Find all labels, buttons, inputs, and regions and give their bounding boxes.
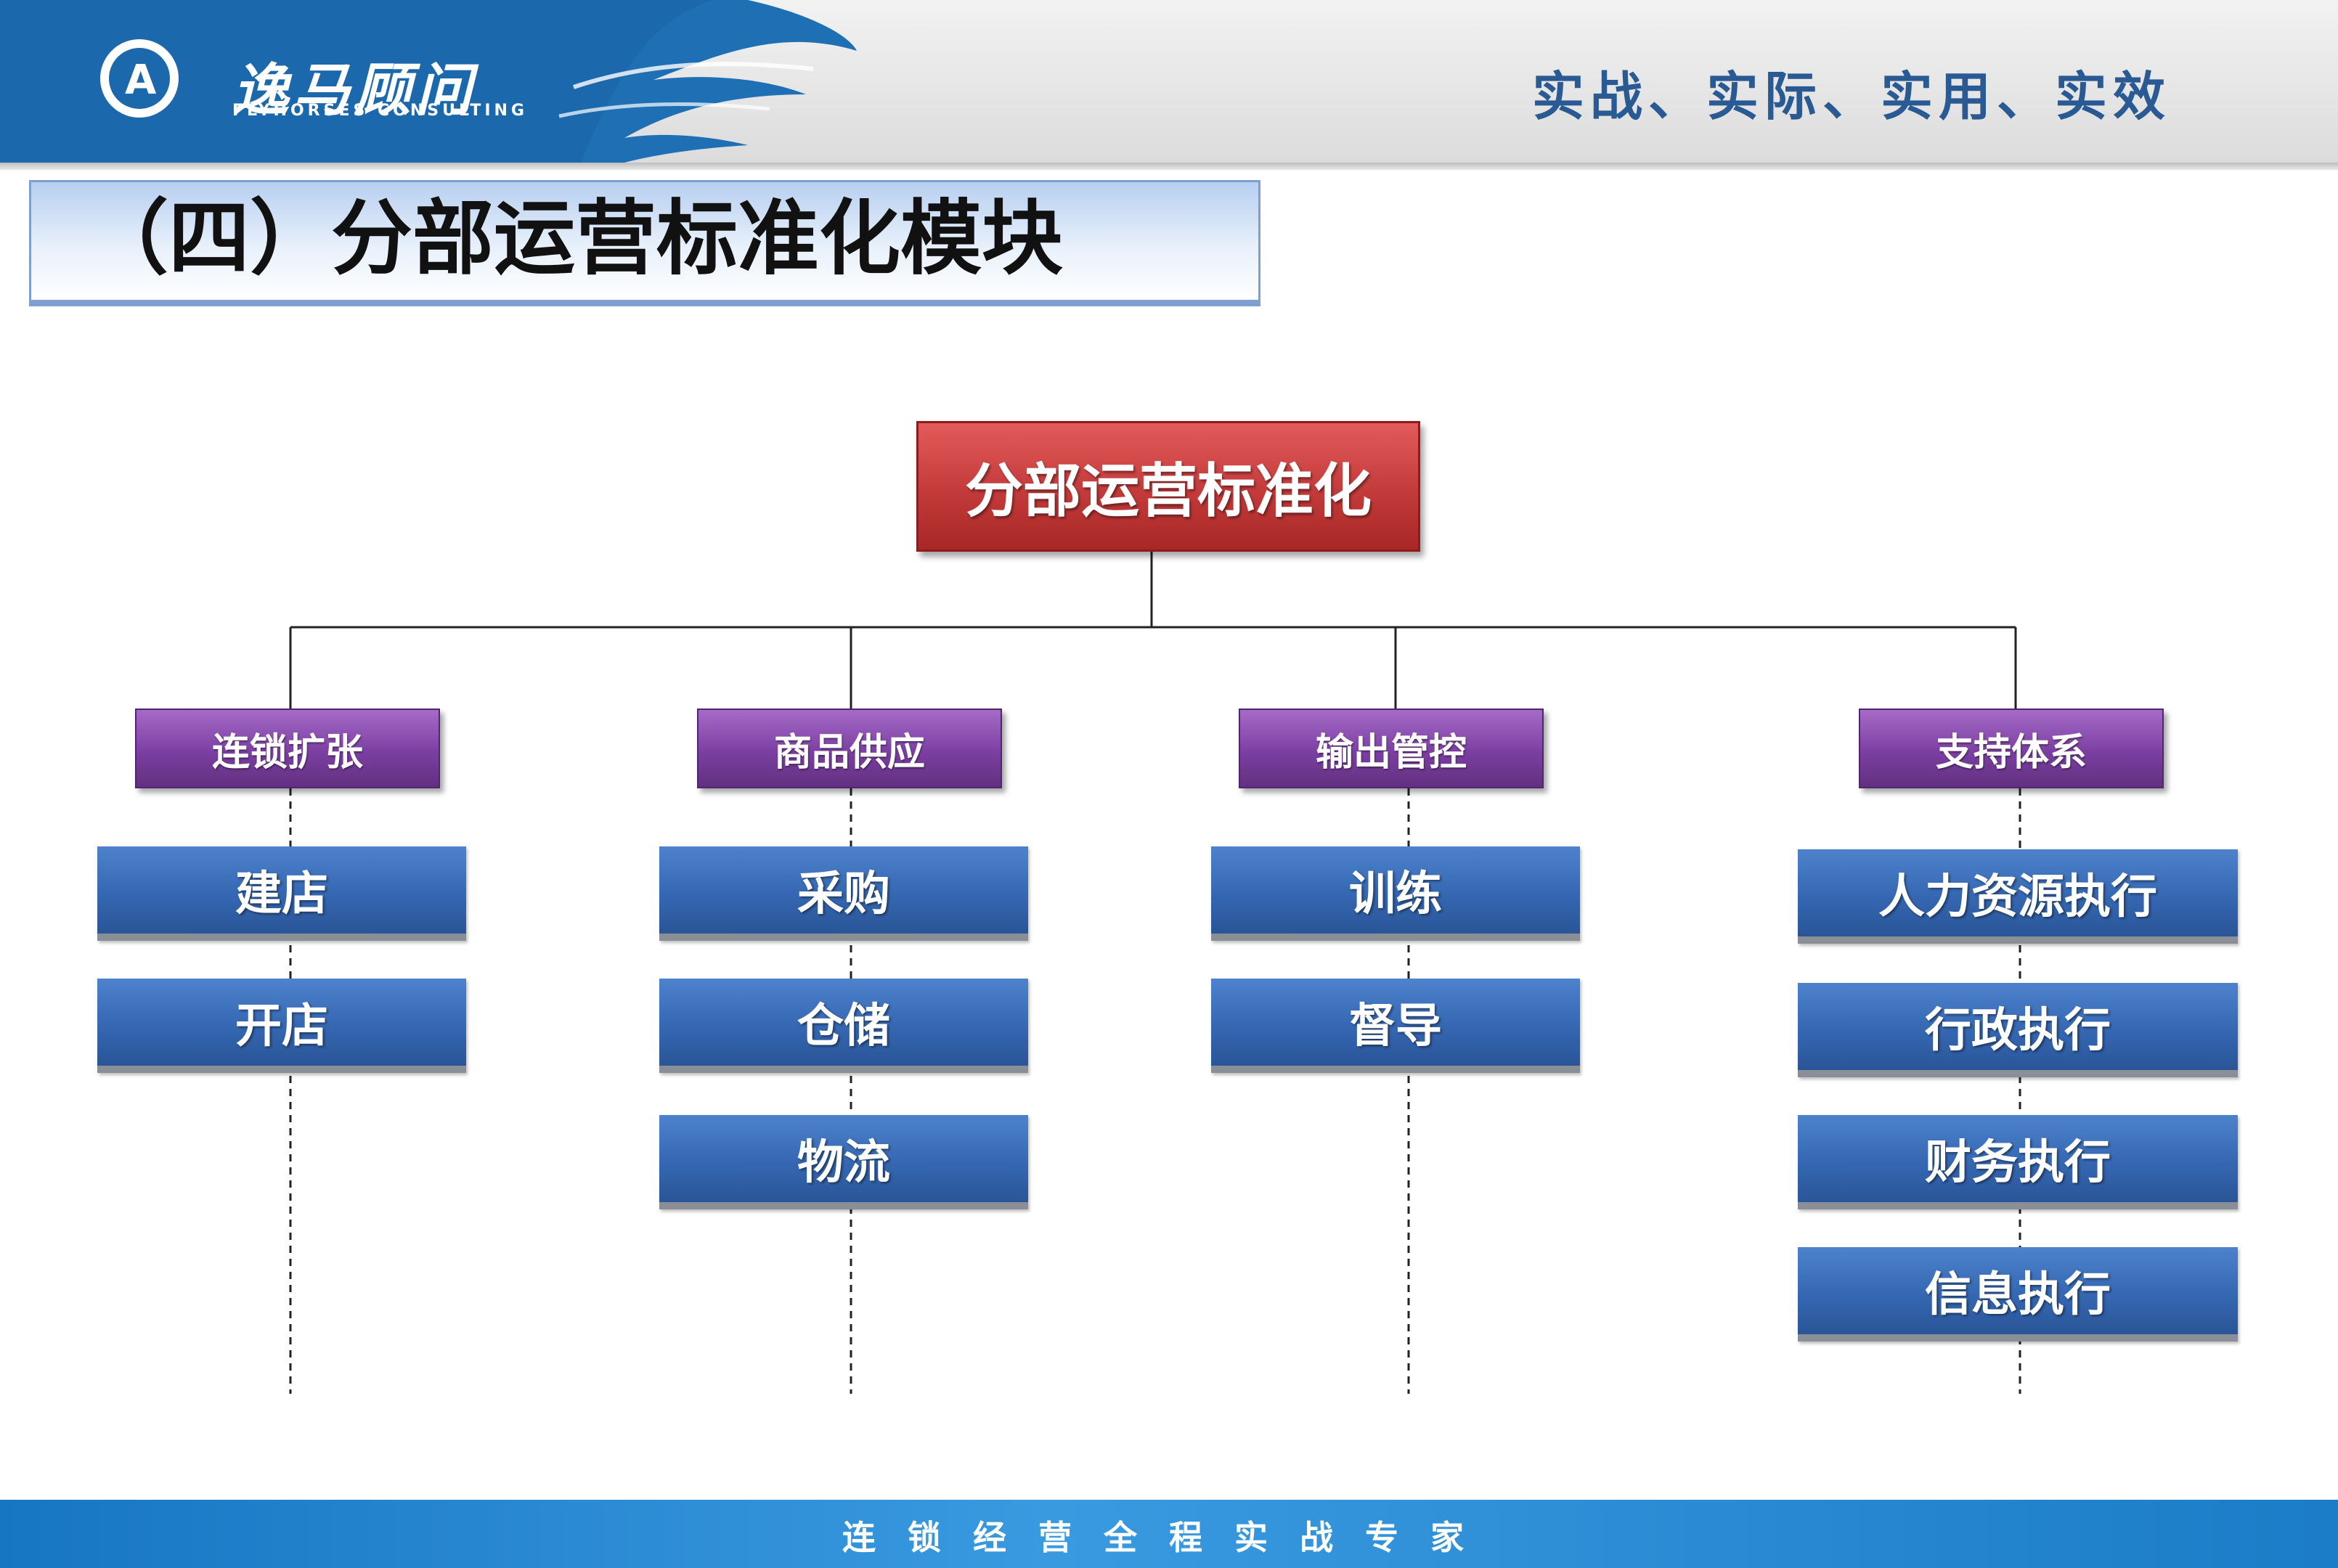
category-support-system: 支持体系 bbox=[1859, 709, 2164, 788]
item-supervision: 督导 bbox=[1211, 979, 1580, 1073]
page-title: （四）分部运营标准化模块 bbox=[87, 192, 1063, 286]
title-banner bbox=[29, 180, 1260, 302]
item-logistics: 物流 bbox=[659, 1115, 1028, 1209]
footer-slogan: 连锁经营全程实战专家 bbox=[842, 1518, 1496, 1557]
item-hr-execution: 人力资源执行 bbox=[1798, 849, 2238, 944]
root-node: 分部运营标准化 bbox=[916, 421, 1420, 552]
category-output-control: 输出管控 bbox=[1239, 709, 1544, 788]
logo-banner bbox=[0, 0, 857, 163]
logo-subtitle: FLYHORSES CONSULTING bbox=[232, 102, 528, 120]
item-info-execution: 信息执行 bbox=[1798, 1247, 2238, 1342]
item-finance-execution: 财务执行 bbox=[1798, 1115, 2238, 1209]
item-warehousing: 仓储 bbox=[659, 979, 1028, 1073]
item-build-store: 建店 bbox=[97, 846, 466, 941]
category-goods-supply: 商品供应 bbox=[697, 709, 1002, 788]
footer-bar bbox=[0, 1500, 2338, 1568]
header-divider bbox=[0, 163, 2338, 170]
header-bar: A 逸马顾问 FLYHORSES CONSULTING 实战、实际、实用、实效 bbox=[0, 0, 2338, 163]
logo-name: 逸马顾问 bbox=[232, 58, 477, 123]
category-chain-expansion: 连锁扩张 bbox=[135, 709, 440, 788]
item-open-store: 开店 bbox=[97, 979, 466, 1073]
logo-emblem-letter: A bbox=[125, 57, 157, 104]
title-banner-underline bbox=[29, 302, 1260, 306]
item-training: 训练 bbox=[1211, 846, 1580, 941]
slogan: 实战、实际、实用、实效 bbox=[1532, 66, 2172, 127]
item-admin-execution: 行政执行 bbox=[1798, 983, 2238, 1077]
item-purchasing: 采购 bbox=[659, 846, 1028, 941]
